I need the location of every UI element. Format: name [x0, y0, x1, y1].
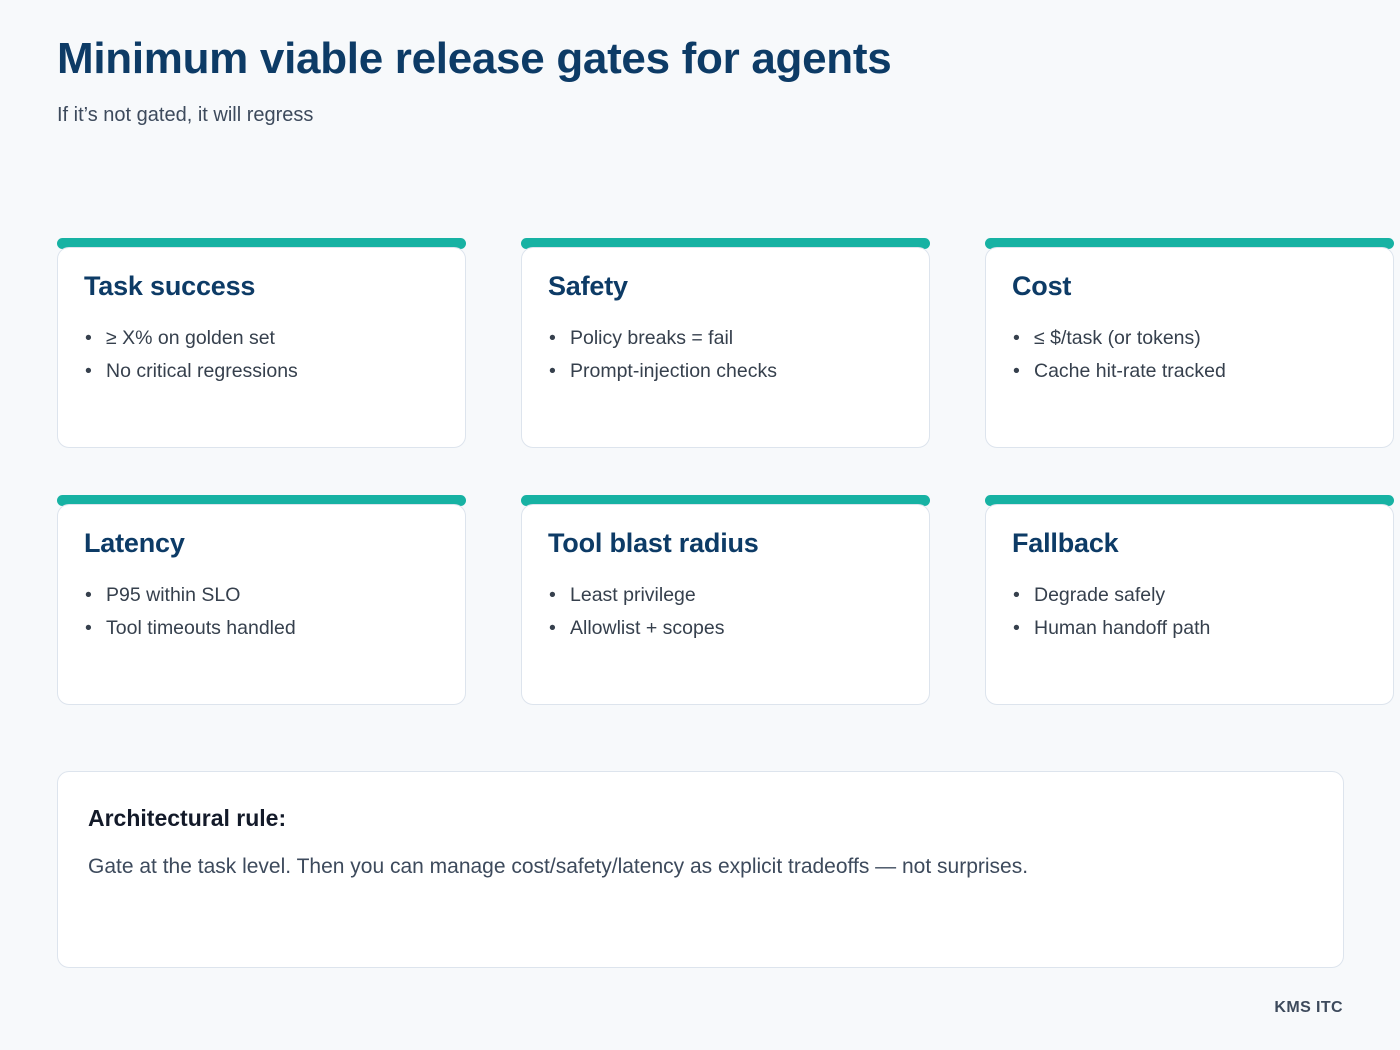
card-title: Latency [84, 528, 185, 558]
card-bullet-list: • P95 within SLO • Tool timeouts handled [84, 579, 439, 645]
list-item-label: ≤ $/task (or tokens) [1034, 327, 1201, 350]
card-bullet-list: • ≤ $/task (or tokens) • Cache hit-rate tr… [1012, 322, 1367, 388]
card-accent-bar [985, 238, 1394, 249]
list-item: • ≤ $/task (or tokens) [1012, 322, 1367, 355]
list-item-label: Human handoff path [1034, 617, 1211, 640]
list-item-label: P95 within SLO [106, 584, 241, 607]
bullet-dot-icon: • [549, 360, 556, 383]
footer-brand: KMS ITC [1274, 999, 1343, 1016]
card-body: Fallback • Degrade safely • Human handoff … [985, 504, 1394, 705]
list-item: • ≥ X% on golden set [84, 322, 439, 355]
list-item: • Policy breaks = fail [548, 322, 903, 355]
gate-card-cost: Cost • ≤ $/task (or tokens) • Cache hit-ra… [985, 238, 1394, 448]
list-item-label: Degrade safely [1034, 584, 1166, 607]
card-title: Fallback [1012, 528, 1119, 558]
list-item: • P95 within SLO [84, 579, 439, 612]
card-body: Task success • ≥ X% on golden set • No cri… [57, 247, 466, 448]
card-title: Cost [1012, 271, 1072, 301]
list-item-label: Cache hit-rate tracked [1034, 360, 1226, 383]
gate-card-grid: Task success • ≥ X% on golden set • No cri… [57, 238, 1397, 705]
bullet-dot-icon: • [549, 327, 556, 350]
card-accent-bar [57, 238, 466, 249]
list-item: • Tool timeouts handled [84, 612, 439, 645]
list-item: • Prompt-injection checks [548, 355, 903, 388]
bullet-dot-icon: • [549, 617, 556, 640]
bullet-dot-icon: • [85, 617, 92, 640]
slide-header: Minimum viable release gates for agents … [57, 34, 1347, 128]
card-body: Safety • Policy breaks = fail • Prompt-inj… [521, 247, 930, 448]
callout-text: Gate at the task level. Then you can man… [88, 854, 1029, 878]
card-accent-bar [521, 238, 930, 249]
architectural-rule-callout: Architectural rule: Gate at the task lev… [57, 771, 1344, 968]
list-item-label: Least privilege [570, 584, 696, 607]
bullet-dot-icon: • [1013, 617, 1020, 640]
card-accent-bar [985, 495, 1394, 506]
list-item-label: Allowlist + scopes [570, 617, 725, 640]
card-body: Latency • P95 within SLO • Tool timeouts h… [57, 504, 466, 705]
bullet-dot-icon: • [85, 360, 92, 383]
card-title: Task success [84, 271, 256, 301]
list-item: • Least privilege [548, 579, 903, 612]
bullet-dot-icon: • [85, 584, 92, 607]
list-item-label: Prompt-injection checks [570, 360, 777, 383]
list-item-label: Policy breaks = fail [570, 327, 734, 350]
card-bullet-list: • Policy breaks = fail • Prompt-injection … [548, 322, 903, 388]
card-bullet-list: • Least privilege • Allowlist + scopes [548, 579, 903, 645]
callout-heading: Architectural rule: [88, 805, 287, 831]
list-item: • No critical regressions [84, 355, 439, 388]
list-item: • Human handoff path [1012, 612, 1367, 645]
bullet-dot-icon: • [1013, 360, 1020, 383]
card-accent-bar [521, 495, 930, 506]
page-title: Minimum viable release gates for agents [57, 34, 892, 83]
card-title: Safety [548, 271, 628, 301]
bullet-dot-icon: • [1013, 327, 1020, 350]
card-bullet-list: • ≥ X% on golden set • No critical regress… [84, 322, 439, 388]
card-bullet-list: • Degrade safely • Human handoff path [1012, 579, 1367, 645]
list-item: • Cache hit-rate tracked [1012, 355, 1367, 388]
card-title: Tool blast radius [548, 528, 759, 558]
list-item: • Degrade safely [1012, 579, 1367, 612]
bullet-dot-icon: • [549, 584, 556, 607]
bullet-dot-icon: • [1013, 584, 1020, 607]
gate-card-task-success: Task success • ≥ X% on golden set • No cri… [57, 238, 466, 448]
list-item-label: Tool timeouts handled [106, 617, 296, 640]
card-body: Cost • ≤ $/task (or tokens) • Cache hit-ra… [985, 247, 1394, 448]
gate-card-tool-blast-radius: Tool blast radius • Least privilege • Allo… [521, 495, 930, 705]
card-body: Tool blast radius • Least privilege • Allo… [521, 504, 930, 705]
page-subtitle: If it’s not gated, it will regress [57, 104, 314, 127]
list-item-label: ≥ X% on golden set [106, 327, 275, 350]
gate-card-fallback: Fallback • Degrade safely • Human handoff … [985, 495, 1394, 705]
card-accent-bar [57, 495, 466, 506]
gate-card-safety: Safety • Policy breaks = fail • Prompt-inj… [521, 238, 930, 448]
list-item-label: No critical regressions [106, 360, 298, 383]
gate-card-latency: Latency • P95 within SLO • Tool timeouts h… [57, 495, 466, 705]
bullet-dot-icon: • [85, 327, 92, 350]
list-item: • Allowlist + scopes [548, 612, 903, 645]
